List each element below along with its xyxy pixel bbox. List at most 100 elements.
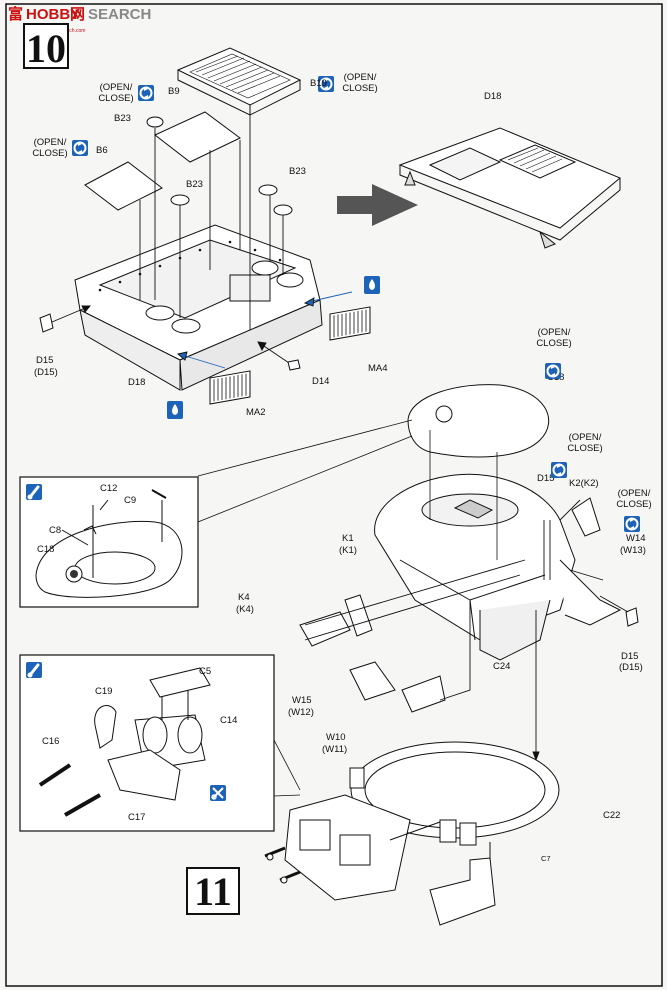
part-c22-ring (349, 741, 560, 846)
label-d15: D15 (537, 473, 554, 484)
label-d15-alt: (D15) (34, 367, 58, 378)
open-close-line: (OPEN/ (569, 432, 602, 443)
open-close-line: CLOSE) (32, 148, 67, 159)
part-d15-a (39, 313, 54, 333)
cement-icon (24, 660, 44, 680)
watermark-brand: HOBBY (26, 6, 80, 23)
open-close-icon (71, 139, 89, 157)
label-d14: D14 (312, 376, 329, 387)
inset-leaders (197, 419, 413, 797)
glue-icon (167, 401, 183, 419)
watermark: 富 HOBBY 网 SEARCH www.hobbysearch.com (8, 5, 151, 34)
label-b23: B23 (114, 113, 131, 124)
step-11-number: 11 (194, 869, 232, 914)
label-w12: (W12) (288, 707, 314, 718)
part-c7 (429, 857, 496, 926)
label-k2: K2(K2) (569, 478, 599, 489)
label-c5: C5 (199, 666, 211, 677)
open-close-label: (OPEN/CLOSE) (616, 488, 651, 510)
open-close-label: (OPEN/CLOSE) (536, 327, 571, 349)
part-d15-c (625, 607, 639, 627)
open-close-icon (137, 84, 155, 102)
open-close-line: CLOSE) (616, 499, 651, 510)
label-k1: K1 (342, 533, 354, 544)
open-close-label: (OPEN/CLOSE) (32, 137, 67, 159)
open-close-line: (OPEN/ (344, 72, 377, 83)
part-ma2 (209, 370, 251, 405)
label-c16: C16 (42, 736, 59, 747)
open-close-label: (OPEN/CLOSE) (98, 82, 133, 104)
label-d15: D15 (621, 651, 638, 662)
label-c22: C22 (603, 810, 620, 821)
result-arrow (337, 184, 418, 226)
mantlet-line (389, 821, 441, 841)
open-close-labels: (OPEN/CLOSE) (OPEN/CLOSE) (OPEN/CLOSE) (… (32, 72, 651, 510)
part-d14 (287, 359, 301, 371)
label-w14: W14 (626, 533, 646, 544)
inset-1 (19, 476, 199, 608)
label-d18: D18 (128, 377, 145, 388)
cement-icon (24, 482, 44, 502)
label-w13: (W13) (620, 545, 646, 556)
hull-d18-completed (398, 127, 621, 249)
assembly-lines-11 (304, 499, 629, 762)
open-close-line: CLOSE) (567, 443, 602, 454)
open-close-icon (623, 515, 641, 533)
label-c19: C19 (95, 686, 112, 697)
label-c24: C24 (493, 661, 510, 672)
open-close-label: (OPEN/CLOSE) (567, 432, 602, 454)
open-close-line: CLOSE) (98, 93, 133, 104)
open-close-line: (OPEN/ (618, 488, 651, 499)
label-b23: B23 (186, 179, 203, 190)
label-c17: C17 (128, 812, 145, 823)
label-c18: C18 (37, 544, 54, 555)
open-close-line: CLOSE) (536, 338, 571, 349)
part-b9 (154, 111, 241, 163)
step-10-badge: 10 (23, 23, 69, 71)
label-ma2: MA2 (246, 407, 266, 418)
open-close-line: (OPEN/ (100, 82, 133, 93)
label-ma4: MA4 (368, 363, 388, 374)
label-d15-alt: (D15) (619, 662, 643, 673)
assembly-lines-10 (51, 115, 353, 369)
label-d18: D18 (484, 91, 501, 102)
hull-d18-exploded (74, 224, 323, 391)
label-w10: W10 (326, 732, 346, 743)
label-d15: D15 (36, 355, 53, 366)
parts-w15-w10 (349, 661, 446, 713)
page-border (5, 3, 663, 987)
label-c8: C8 (49, 525, 61, 536)
label-k1-alt: (K1) (339, 545, 357, 556)
label-b19: B19 (310, 78, 327, 89)
label-c7: C7 (541, 854, 551, 863)
mantlet-assembled (264, 794, 411, 901)
label-c14: C14 (220, 715, 237, 726)
label-w15: W15 (292, 695, 312, 706)
part-ma4 (329, 306, 371, 341)
label-b6: B6 (96, 145, 108, 156)
label-b23: B23 (289, 166, 306, 177)
watermark-cn: 富 (8, 5, 23, 23)
part-b6 (84, 161, 163, 211)
step-11-badge: 11 (186, 867, 240, 915)
label-k4-alt: (K4) (236, 604, 254, 615)
label-c12: C12 (100, 483, 117, 494)
hull-rivets (98, 240, 282, 292)
part-c18 (407, 384, 550, 560)
watermark-search: SEARCH (88, 6, 151, 23)
open-close-label: (OPEN/CLOSE) (342, 72, 377, 94)
label-c9: C9 (124, 495, 136, 506)
step-10-number: 10 (26, 26, 66, 71)
cut-icon (209, 784, 227, 802)
label-b9: B9 (168, 86, 180, 97)
open-close-line: CLOSE) (342, 83, 377, 94)
part-b19 (176, 47, 302, 116)
open-close-icon (550, 461, 568, 479)
glue-icon (364, 276, 380, 294)
part-k2 (571, 497, 601, 537)
watermark-sub: 网 (70, 6, 85, 23)
label-k4: K4 (238, 592, 250, 603)
open-close-line: (OPEN/ (34, 137, 67, 148)
